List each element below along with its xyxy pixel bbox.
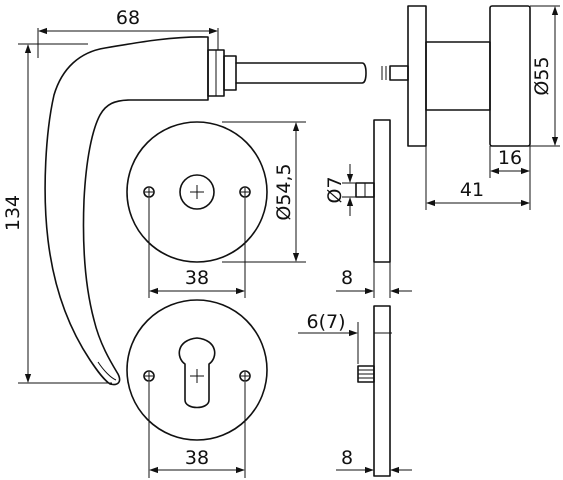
rose-side-view [355, 119, 391, 263]
round-rose [126, 121, 268, 263]
dim-rose-screw-spacing: 38 [148, 198, 246, 298]
label-rose-screw-spacing: 38 [185, 267, 209, 289]
label-escutcheon-offset: 6(7) [306, 311, 345, 333]
label-knob-projection: 41 [460, 179, 484, 201]
screw-left-escutcheon [143, 370, 155, 382]
dim-lever-width: 68 [37, 7, 219, 58]
dim-rose-diameter: Ø54,5 [222, 121, 306, 263]
label-rose-diameter: Ø54,5 [273, 163, 295, 220]
dim-escutcheon-thickness: 8 [336, 447, 412, 474]
screw-left-rose [143, 186, 155, 198]
dim-rose-thickness: 8 [336, 262, 412, 298]
label-escutcheon-screw-spacing: 38 [185, 447, 209, 469]
dim-knob-projection: 41 [425, 146, 531, 210]
dim-knob-diameter: Ø55 [530, 5, 560, 147]
escutcheon-side-view [357, 305, 391, 477]
screw-right-escutcheon [239, 370, 251, 382]
dim-escutcheon-offset: 6(7) [298, 311, 392, 364]
label-knob-depth: 16 [498, 147, 522, 169]
label-escutcheon-thickness: 8 [341, 447, 353, 469]
dim-knob-depth: 16 [489, 146, 531, 178]
knob-side-view [381, 5, 531, 147]
label-lever-height: 134 [2, 195, 24, 231]
label-rose-thickness: 8 [341, 267, 353, 289]
label-knob-diameter: Ø55 [531, 56, 553, 95]
dim-lever-height: 134 [2, 43, 112, 384]
label-spindle-diameter: Ø7 [324, 176, 346, 203]
lever-handle [44, 36, 367, 386]
dim-spindle-diameter: Ø7 [324, 164, 358, 216]
profile-cylinder-escutcheon [126, 299, 268, 441]
dim-escutcheon-screw-spacing: 38 [148, 382, 246, 478]
label-lever-width: 68 [116, 7, 140, 29]
screw-right-rose [239, 186, 251, 198]
